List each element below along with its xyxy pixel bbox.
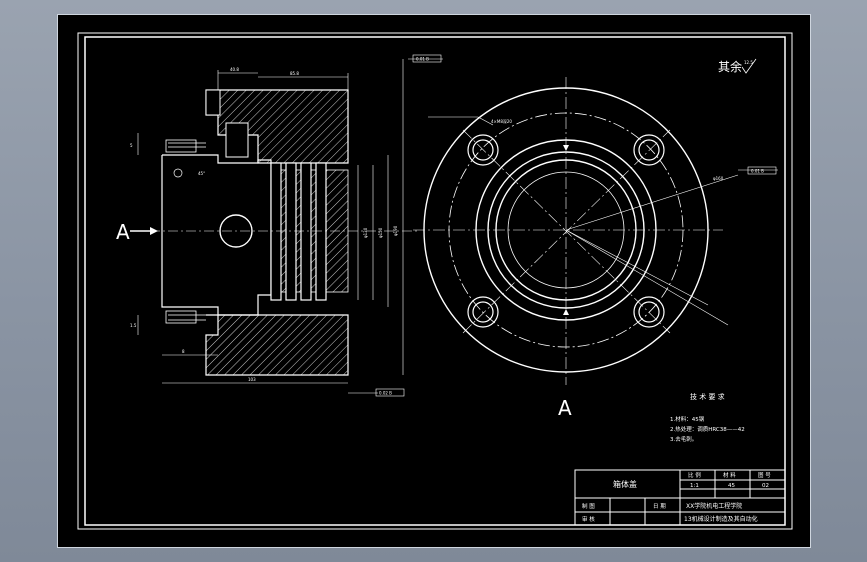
view-label-bottom: A	[558, 396, 572, 420]
dim-bottom-len2: 8	[182, 349, 185, 354]
tol-box-right: 0.01 B	[751, 169, 764, 174]
outer-frame	[77, 32, 793, 530]
tol-box-top: 0.01 B	[416, 57, 429, 62]
view-label-left: A	[116, 220, 130, 244]
dim-pitch-circle: φ160	[713, 176, 724, 181]
roughness-note: 其余	[718, 59, 742, 74]
dim-bore: φ130	[363, 227, 368, 238]
part-name: 箱体盖	[613, 479, 637, 489]
header-scale: 比 例	[688, 471, 701, 479]
title-block: 箱体盖 比 例 材 料 图 号 1:1 45 02 制 图 日 期 审 核 XX…	[574, 469, 786, 526]
tech-item-2: 2.热处理：调质HRC38——42	[670, 425, 745, 433]
value-drawing-no: 02	[762, 483, 769, 489]
header-drawing-no: 图 号	[758, 471, 771, 479]
front-view: 4×M8深20 φ160 0.01 B A	[413, 77, 778, 420]
dim-top-a: 40.8	[230, 67, 239, 72]
row-checked: 审 核	[582, 515, 595, 523]
dim-bottom-len: 103	[248, 377, 256, 382]
row-date: 日 期	[653, 503, 666, 510]
dim-top-b: 85.8	[290, 71, 299, 76]
dim-outer: φ190	[393, 225, 398, 236]
roughness-symbol-icon	[741, 58, 757, 74]
value-material: 45	[728, 483, 735, 489]
tech-title: 技 术 要 求	[690, 392, 725, 401]
drawing-canvas: 40.8 85.8 φ130 φ150 φ190 103 8 5 1.5 45°…	[77, 32, 793, 530]
dim-left-h: 5	[130, 143, 133, 148]
header-material: 材 料	[723, 471, 736, 479]
dim-angle: 45°	[198, 171, 205, 176]
dim-hole-note: 4×M8深20	[491, 118, 512, 124]
tech-item-1: 1.材料：45钢	[670, 415, 705, 423]
value-scale: 1:1	[690, 483, 699, 489]
tech-item-3: 3.去毛刺。	[670, 435, 697, 443]
cad-viewport[interactable]: 40.8 85.8 φ130 φ150 φ190 103 8 5 1.5 45°…	[57, 14, 811, 548]
inner-frame	[84, 36, 786, 526]
roughness-value: 12.5	[744, 60, 753, 65]
tol-box-bottom: 0.02 B	[379, 391, 392, 396]
dim-left-w: 1.5	[130, 323, 137, 328]
tech-requirements: 技 术 要 求 1.材料：45钢 2.热处理：调质HRC38——42 3.去毛刺…	[670, 392, 745, 443]
dim-inner: φ150	[378, 227, 383, 238]
school-name: XX学院机电工程学院	[686, 502, 742, 510]
class-name: 13机械设计制造及其自动化	[684, 515, 758, 523]
row-drawn: 制 图	[582, 502, 595, 510]
section-view: 40.8 85.8 φ130 φ150 φ190 103 8 5 1.5 45°…	[116, 54, 443, 397]
